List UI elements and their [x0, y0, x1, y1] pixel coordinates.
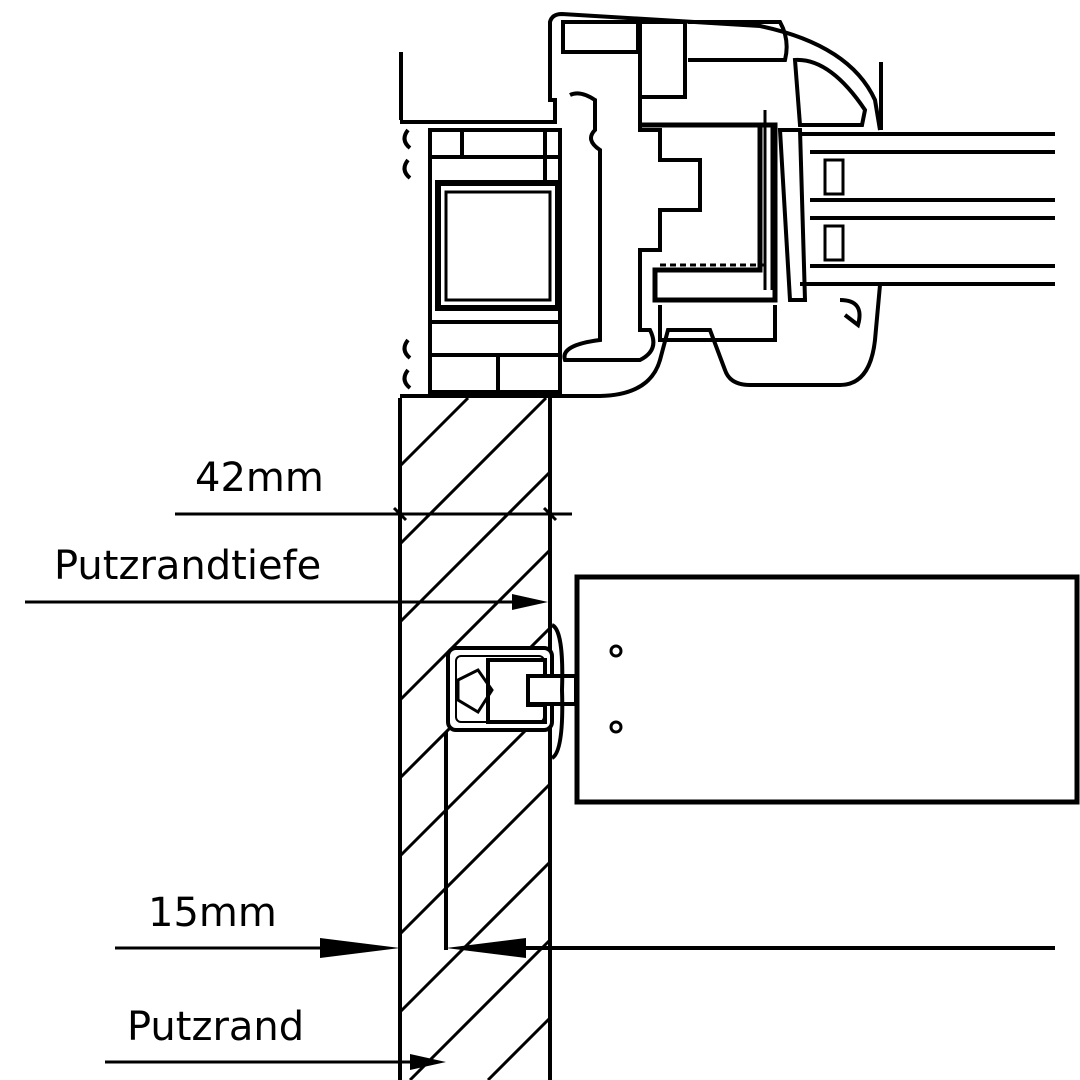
dimension-putzrand-arrow	[105, 1054, 446, 1070]
wall-section	[398, 398, 552, 1080]
dimension-putzrandtiefe-arrow	[25, 594, 548, 610]
hatch-line	[398, 860, 552, 1014]
wall-hatching	[398, 396, 552, 1080]
hatch-line	[398, 548, 552, 702]
putzrand-label: Putzrand	[127, 1004, 305, 1050]
window-frame-profile	[399, 11, 883, 398]
hatch-line	[398, 396, 548, 546]
hatch-line	[408, 938, 552, 1080]
dimension-15mm	[115, 938, 1055, 958]
glazing	[800, 132, 1055, 286]
putzrandtiefe-label: Putzrandtiefe	[54, 543, 322, 589]
plaster-profile	[446, 623, 578, 760]
dimension-42mm-label: 42mm	[195, 455, 324, 501]
hatch-line	[398, 470, 552, 624]
hatch-line	[398, 396, 470, 468]
hatch-line	[398, 782, 552, 936]
hatch-line	[486, 1016, 552, 1080]
dimension-42mm	[175, 506, 572, 522]
dimension-15mm-label: 15mm	[148, 890, 277, 936]
shutter-box	[574, 574, 1080, 805]
